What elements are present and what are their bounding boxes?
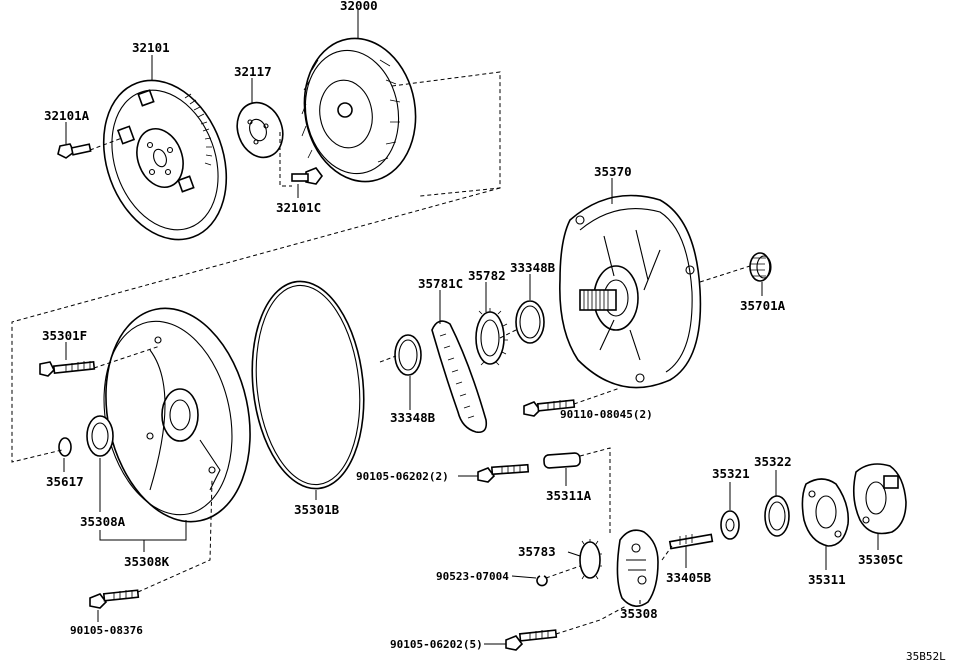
label-90523-07004[interactable]: 90523-07004: [436, 570, 509, 583]
part-labels: 32000 32101 32117 32101A 32101C 35370 35…: [42, 0, 946, 663]
label-35322[interactable]: 35322: [754, 454, 792, 469]
leader-lines: [11, 10, 879, 645]
label-32101A[interactable]: 32101A: [44, 108, 90, 123]
label-35311A[interactable]: 35311A: [546, 488, 592, 503]
pin-35311A[interactable]: [543, 452, 581, 469]
oil-pump-body-35370[interactable]: [559, 194, 702, 389]
label-90105-06202-2[interactable]: 90105-06202(2): [356, 470, 449, 483]
seal-ring-33348B-upper[interactable]: [515, 300, 545, 344]
label-35301B[interactable]: 35301B: [294, 502, 340, 517]
chain-35781C[interactable]: [431, 320, 488, 434]
sprocket-35782[interactable]: [475, 308, 508, 366]
label-32117[interactable]: 32117: [234, 64, 272, 79]
snap-ring-90523-07004[interactable]: [536, 575, 548, 587]
label-35311[interactable]: 35311: [808, 572, 846, 587]
bolt-90105-06202-5[interactable]: [505, 629, 558, 651]
label-33405B[interactable]: 33405B: [666, 570, 712, 585]
bolt-35301F[interactable]: [39, 361, 96, 377]
label-35617[interactable]: 35617: [46, 474, 84, 489]
label-35781C[interactable]: 35781C: [418, 276, 463, 291]
bearing-35701A[interactable]: [749, 252, 772, 282]
torque-converter-32000[interactable]: [293, 30, 426, 191]
label-90110-08045[interactable]: 90110-08045(2): [560, 408, 653, 421]
label-35370[interactable]: 35370: [594, 164, 632, 179]
label-33348B-upper[interactable]: 33348B: [510, 260, 556, 275]
label-33348B-lower[interactable]: 33348B: [390, 410, 436, 425]
o-ring-35617[interactable]: [58, 437, 72, 457]
label-32101[interactable]: 32101: [132, 40, 170, 55]
pump-assembly-35305C[interactable]: [852, 463, 907, 535]
label-35321[interactable]: 35321: [712, 466, 750, 481]
label-35305C[interactable]: 35305C: [858, 552, 903, 567]
pump-cover-35308[interactable]: [616, 529, 659, 607]
inner-gear-35321[interactable]: [720, 510, 740, 540]
bolt-90110-08045[interactable]: [523, 399, 576, 417]
label-32000[interactable]: 32000: [340, 0, 378, 13]
bolt-32101A[interactable]: [57, 143, 92, 159]
outer-gear-35322[interactable]: [764, 495, 790, 537]
seal-ring-33348B-lower[interactable]: [394, 334, 422, 376]
label-35308A[interactable]: 35308A: [80, 514, 126, 529]
gear-35783[interactable]: [579, 539, 602, 580]
label-35701A[interactable]: 35701A: [740, 298, 786, 313]
shaft-33405B[interactable]: [668, 533, 714, 550]
label-35783[interactable]: 35783: [518, 544, 556, 559]
o-ring-35301B[interactable]: [242, 276, 373, 494]
label-35782[interactable]: 35782: [468, 268, 506, 283]
label-32101C[interactable]: 32101C: [276, 200, 321, 215]
plate-32117[interactable]: [230, 96, 290, 164]
bolt-90105-08376[interactable]: [89, 589, 140, 609]
bolt-32101C[interactable]: [291, 167, 323, 185]
oil-seal-35308A[interactable]: [86, 415, 114, 457]
label-35301F[interactable]: 35301F: [42, 328, 87, 343]
bolt-90105-06202-2[interactable]: [477, 463, 530, 483]
pump-body-35311[interactable]: [801, 478, 850, 547]
label-90105-08376[interactable]: 90105-08376: [70, 624, 143, 637]
drive-plate-32101[interactable]: [82, 63, 247, 257]
oil-pump-housing-35308K[interactable]: [87, 295, 269, 535]
label-90105-06202-5[interactable]: 90105-06202(5): [390, 638, 483, 651]
label-35308K[interactable]: 35308K: [124, 554, 170, 569]
diagram-code: 35B52L: [906, 650, 946, 663]
label-35308[interactable]: 35308: [620, 606, 658, 621]
